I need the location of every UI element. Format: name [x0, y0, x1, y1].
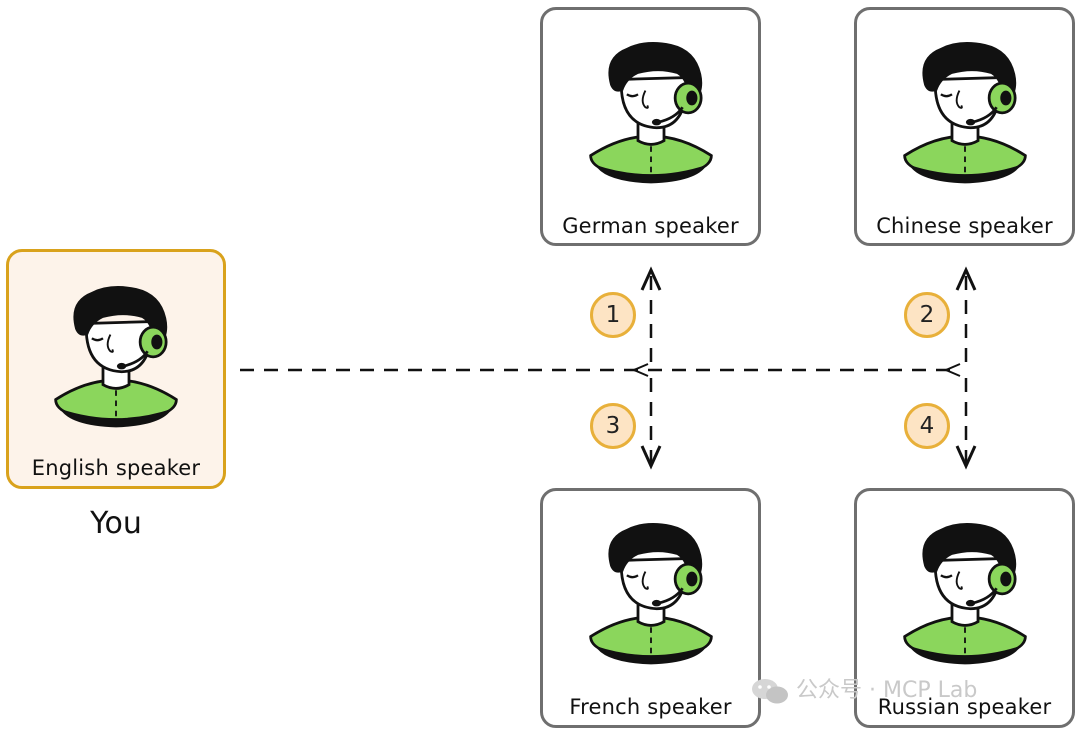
card-russian-speaker: Russian speaker [854, 488, 1075, 728]
card-label: English speaker [31, 456, 201, 480]
card-label: German speaker [562, 214, 739, 238]
step-badge-4: 4 [904, 403, 950, 449]
card-label: Chinese speaker [876, 214, 1053, 238]
person-avatar-icon [900, 517, 1030, 667]
wechat-icon [752, 679, 788, 704]
you-caption: You [90, 506, 142, 541]
person-avatar-icon [586, 517, 716, 667]
card-chinese-speaker: Chinese speaker [854, 7, 1075, 246]
card-label: Russian speaker [877, 695, 1052, 719]
watermark-text: 公众号 · MCP Lab [796, 678, 978, 703]
card-french-speaker: French speaker [540, 488, 761, 728]
step-badge-3: 3 [590, 403, 636, 449]
watermark: 公众号 · MCP Lab [750, 672, 977, 706]
person-avatar-icon [586, 36, 716, 186]
person-avatar-icon [51, 280, 181, 430]
step-badge-1: 1 [590, 292, 636, 338]
person-avatar-icon [900, 36, 1030, 186]
card-label: French speaker [569, 695, 732, 719]
card-german-speaker: German speaker [540, 7, 761, 246]
card-english-speaker: English speaker [6, 249, 226, 489]
step-badge-2: 2 [904, 292, 950, 338]
